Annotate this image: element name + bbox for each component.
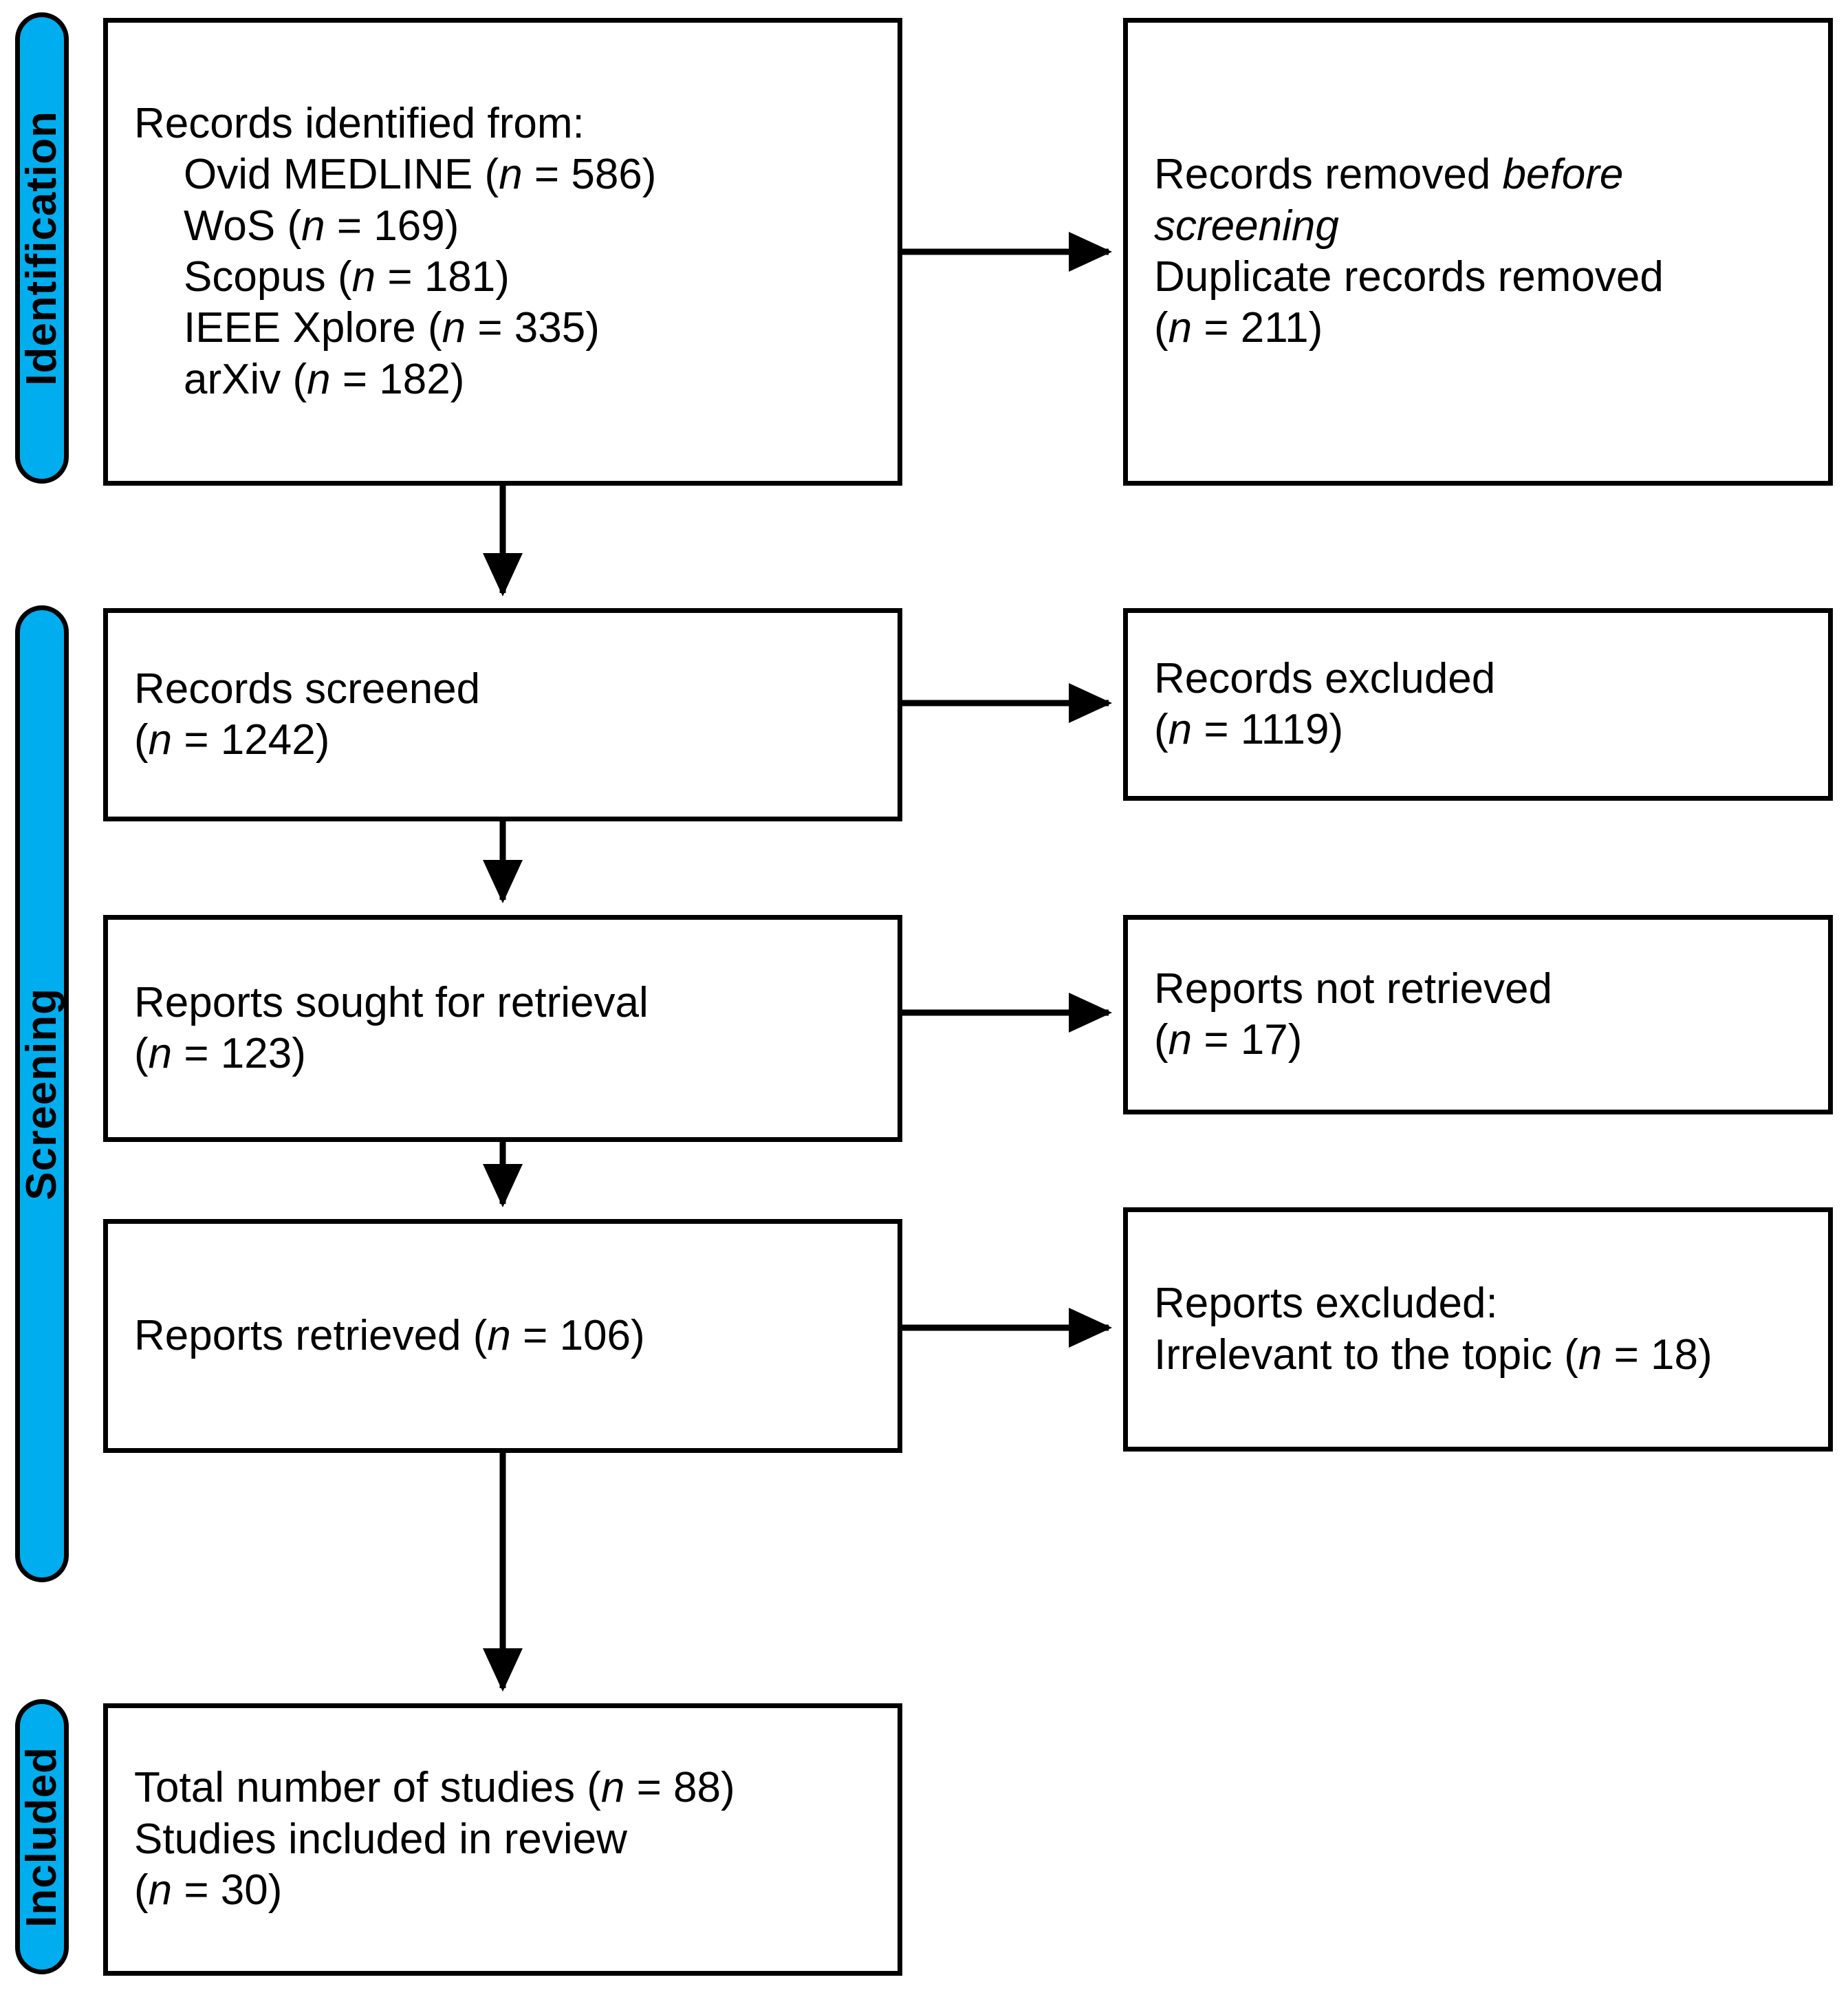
box-line: Ovid MEDLINE (n = 586)	[184, 151, 657, 199]
box-line: Records removed before	[1154, 151, 1624, 199]
box-line: (n = 123)	[134, 1030, 306, 1077]
box-reports-excluded: Reports excluded: Irrelevant to the topi…	[1123, 1207, 1833, 1452]
box-line: (n = 30)	[134, 1866, 283, 1915]
box-line: IEEE Xplore (n = 335)	[184, 304, 600, 352]
box-reports-not-retrieved: Reports not retrieved (n = 17)	[1123, 915, 1833, 1114]
phase-bar-included: Included	[15, 1699, 69, 1974]
phase-bar-screening: Screening	[15, 605, 69, 1582]
box-line: Reports excluded:	[1154, 1280, 1498, 1328]
box-records-identified: Records identified from: Ovid MEDLINE (n…	[103, 18, 902, 486]
box-line: Reports sought for retrieval	[134, 978, 649, 1026]
box-reports-sought: Reports sought for retrieval (n = 123)	[103, 915, 902, 1142]
box-line: (n = 1242)	[134, 716, 330, 764]
box-line: arXiv (n = 182)	[184, 355, 465, 403]
box-line: WoS (n = 169)	[184, 202, 459, 250]
box-line: Records identified from:	[134, 99, 585, 147]
box-records-removed: Records removed before screening Duplica…	[1123, 18, 1833, 486]
box-line: Reports retrieved (n = 106)	[134, 1311, 645, 1359]
box-line: Irrelevant to the topic (n = 18)	[1154, 1330, 1713, 1379]
box-records-excluded: Records excluded (n = 1119)	[1123, 608, 1833, 801]
box-line: Reports not retrieved	[1154, 964, 1552, 1013]
box-studies-included: Total number of studies (n = 88) Studies…	[103, 1703, 902, 1976]
box-line: Duplicate records removed	[1154, 253, 1664, 301]
box-line: (n = 211)	[1154, 304, 1323, 352]
box-line: (n = 1119)	[1154, 706, 1344, 753]
box-line: Total number of studies (n = 88)	[134, 1764, 735, 1812]
box-line: (n = 17)	[1154, 1016, 1303, 1064]
box-line: screening	[1154, 202, 1339, 250]
box-line: Records excluded	[1154, 654, 1496, 702]
box-reports-retrieved: Reports retrieved (n = 106)	[103, 1219, 902, 1453]
box-records-screened: Records screened (n = 1242)	[103, 608, 902, 821]
phase-bar-identification: Identification	[15, 12, 69, 484]
box-line: Records screened	[134, 665, 481, 713]
box-line: Scopus (n = 181)	[184, 253, 510, 301]
box-line: Studies included in review	[134, 1815, 627, 1863]
